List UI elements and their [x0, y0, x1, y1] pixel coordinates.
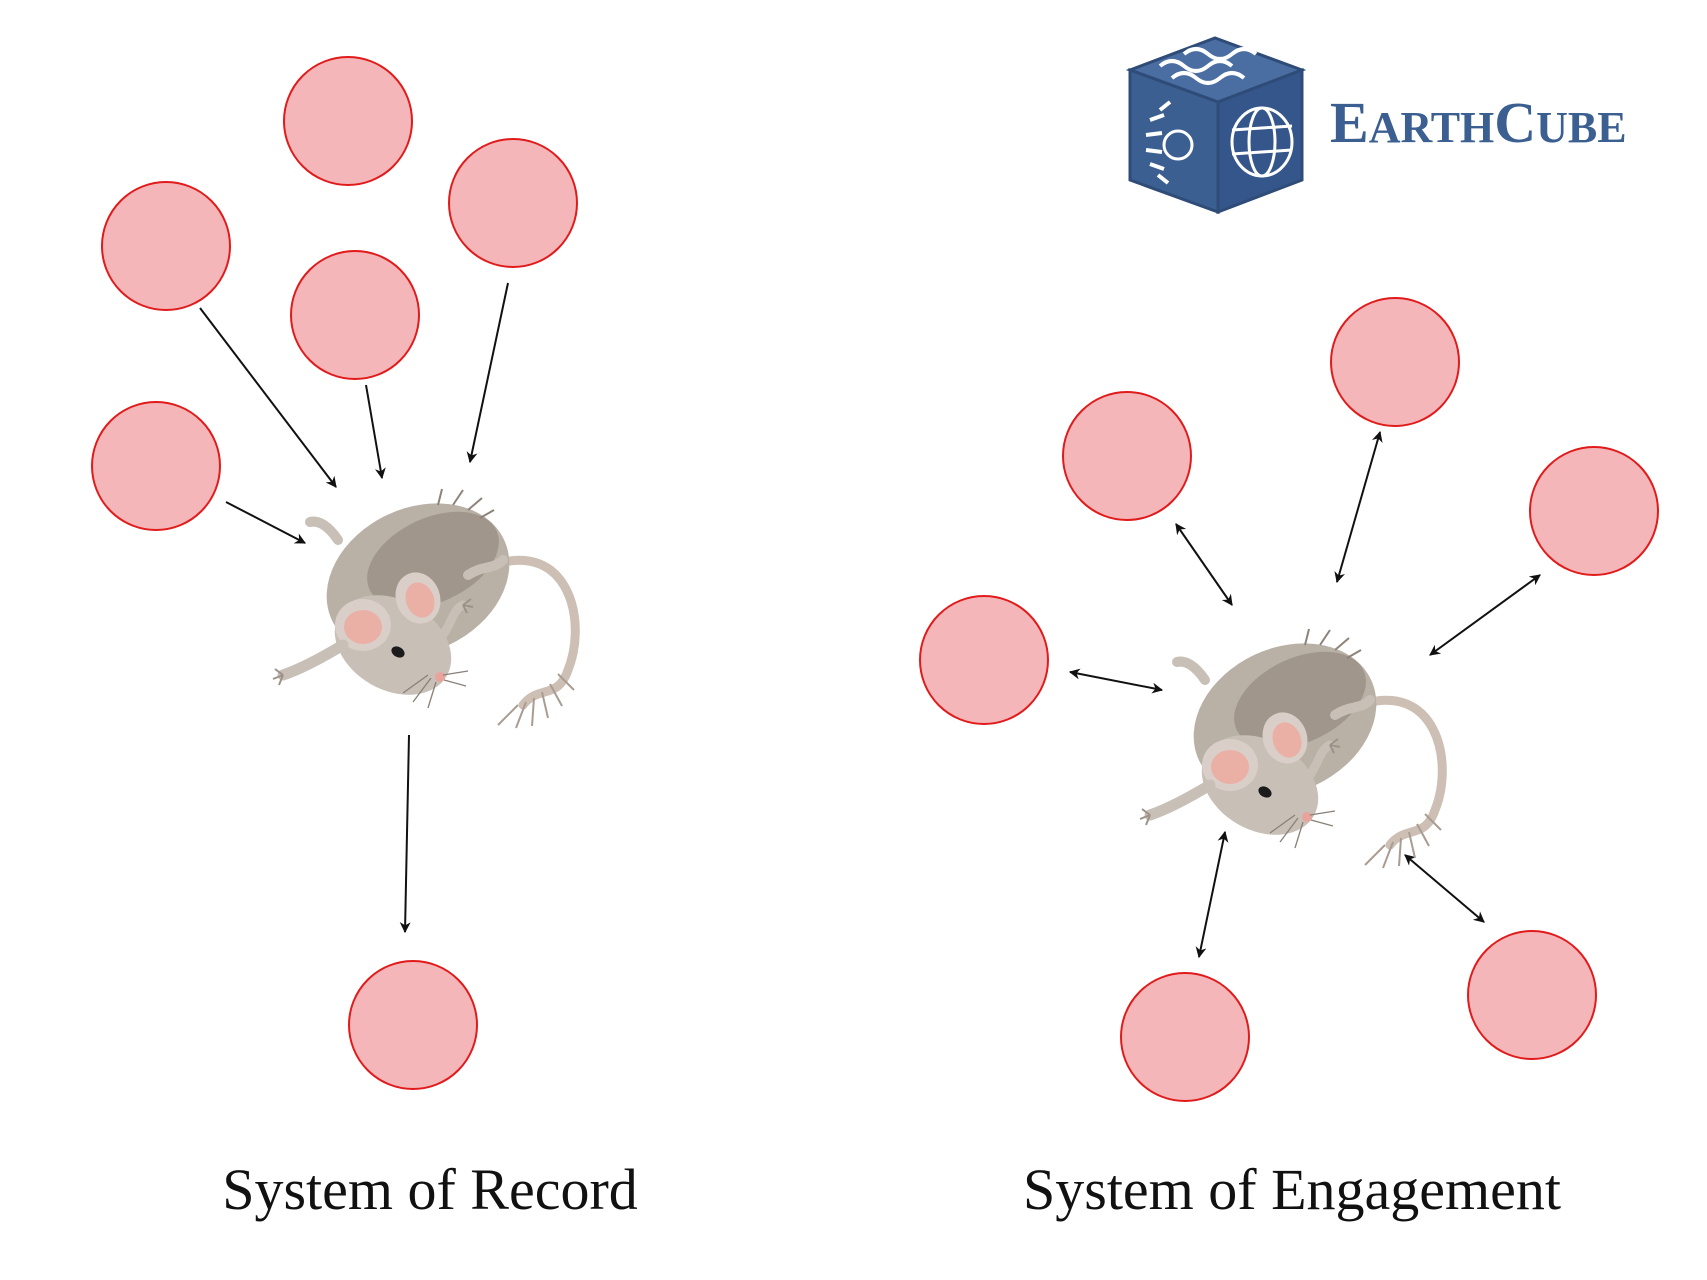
cube-icon: [1125, 36, 1307, 215]
record-arrow-in-1: [199, 307, 337, 488]
record-node-output: [348, 960, 478, 1090]
record-node-upper-right: [448, 138, 578, 268]
caption-system-of-engagement: System of Engagement: [1023, 1157, 1561, 1222]
record-source-nodes: [91, 56, 578, 531]
engagement-node-lower-right: [1467, 930, 1597, 1060]
engagement-arrow-4: [1068, 668, 1164, 694]
engagement-arrow-6: [1404, 854, 1485, 923]
record-node-top: [283, 56, 413, 186]
engagement-arrow-1: [1334, 430, 1383, 584]
engagement-node-left: [919, 595, 1049, 725]
mouse-illustration-icon: [1140, 615, 1442, 868]
record-arrow-in-3: [466, 282, 509, 464]
engagement-node-lower-left: [1120, 972, 1250, 1102]
earthcube-logo: EARTHCUBE: [1125, 36, 1627, 215]
record-arrow-in-4: [225, 501, 306, 544]
engagement-nodes: [919, 297, 1659, 1102]
logo-wordmark: EARTHCUBE: [1330, 90, 1627, 155]
engagement-node-upper-left: [1062, 391, 1192, 521]
record-node-middle: [290, 250, 420, 380]
engagement-arrow-5: [1195, 830, 1229, 959]
system-of-record-diagram: System of Record: [91, 56, 638, 1222]
mouse-illustration-icon: [273, 475, 575, 728]
record-arrow-in-2: [365, 384, 386, 480]
system-of-engagement-diagram: System of Engagement: [919, 297, 1659, 1222]
caption-system-of-record: System of Record: [222, 1157, 638, 1222]
engagement-node-top: [1330, 297, 1460, 427]
engagement-arrow-2: [1175, 523, 1233, 606]
engagement-arrow-3: [1429, 574, 1541, 656]
engagement-node-upper-right: [1529, 446, 1659, 576]
engagement-arrows: [1068, 430, 1541, 959]
record-arrow-out: [399, 734, 411, 934]
record-node-upper-left: [101, 181, 231, 311]
record-arrows: [199, 282, 509, 934]
record-node-left: [91, 401, 221, 531]
